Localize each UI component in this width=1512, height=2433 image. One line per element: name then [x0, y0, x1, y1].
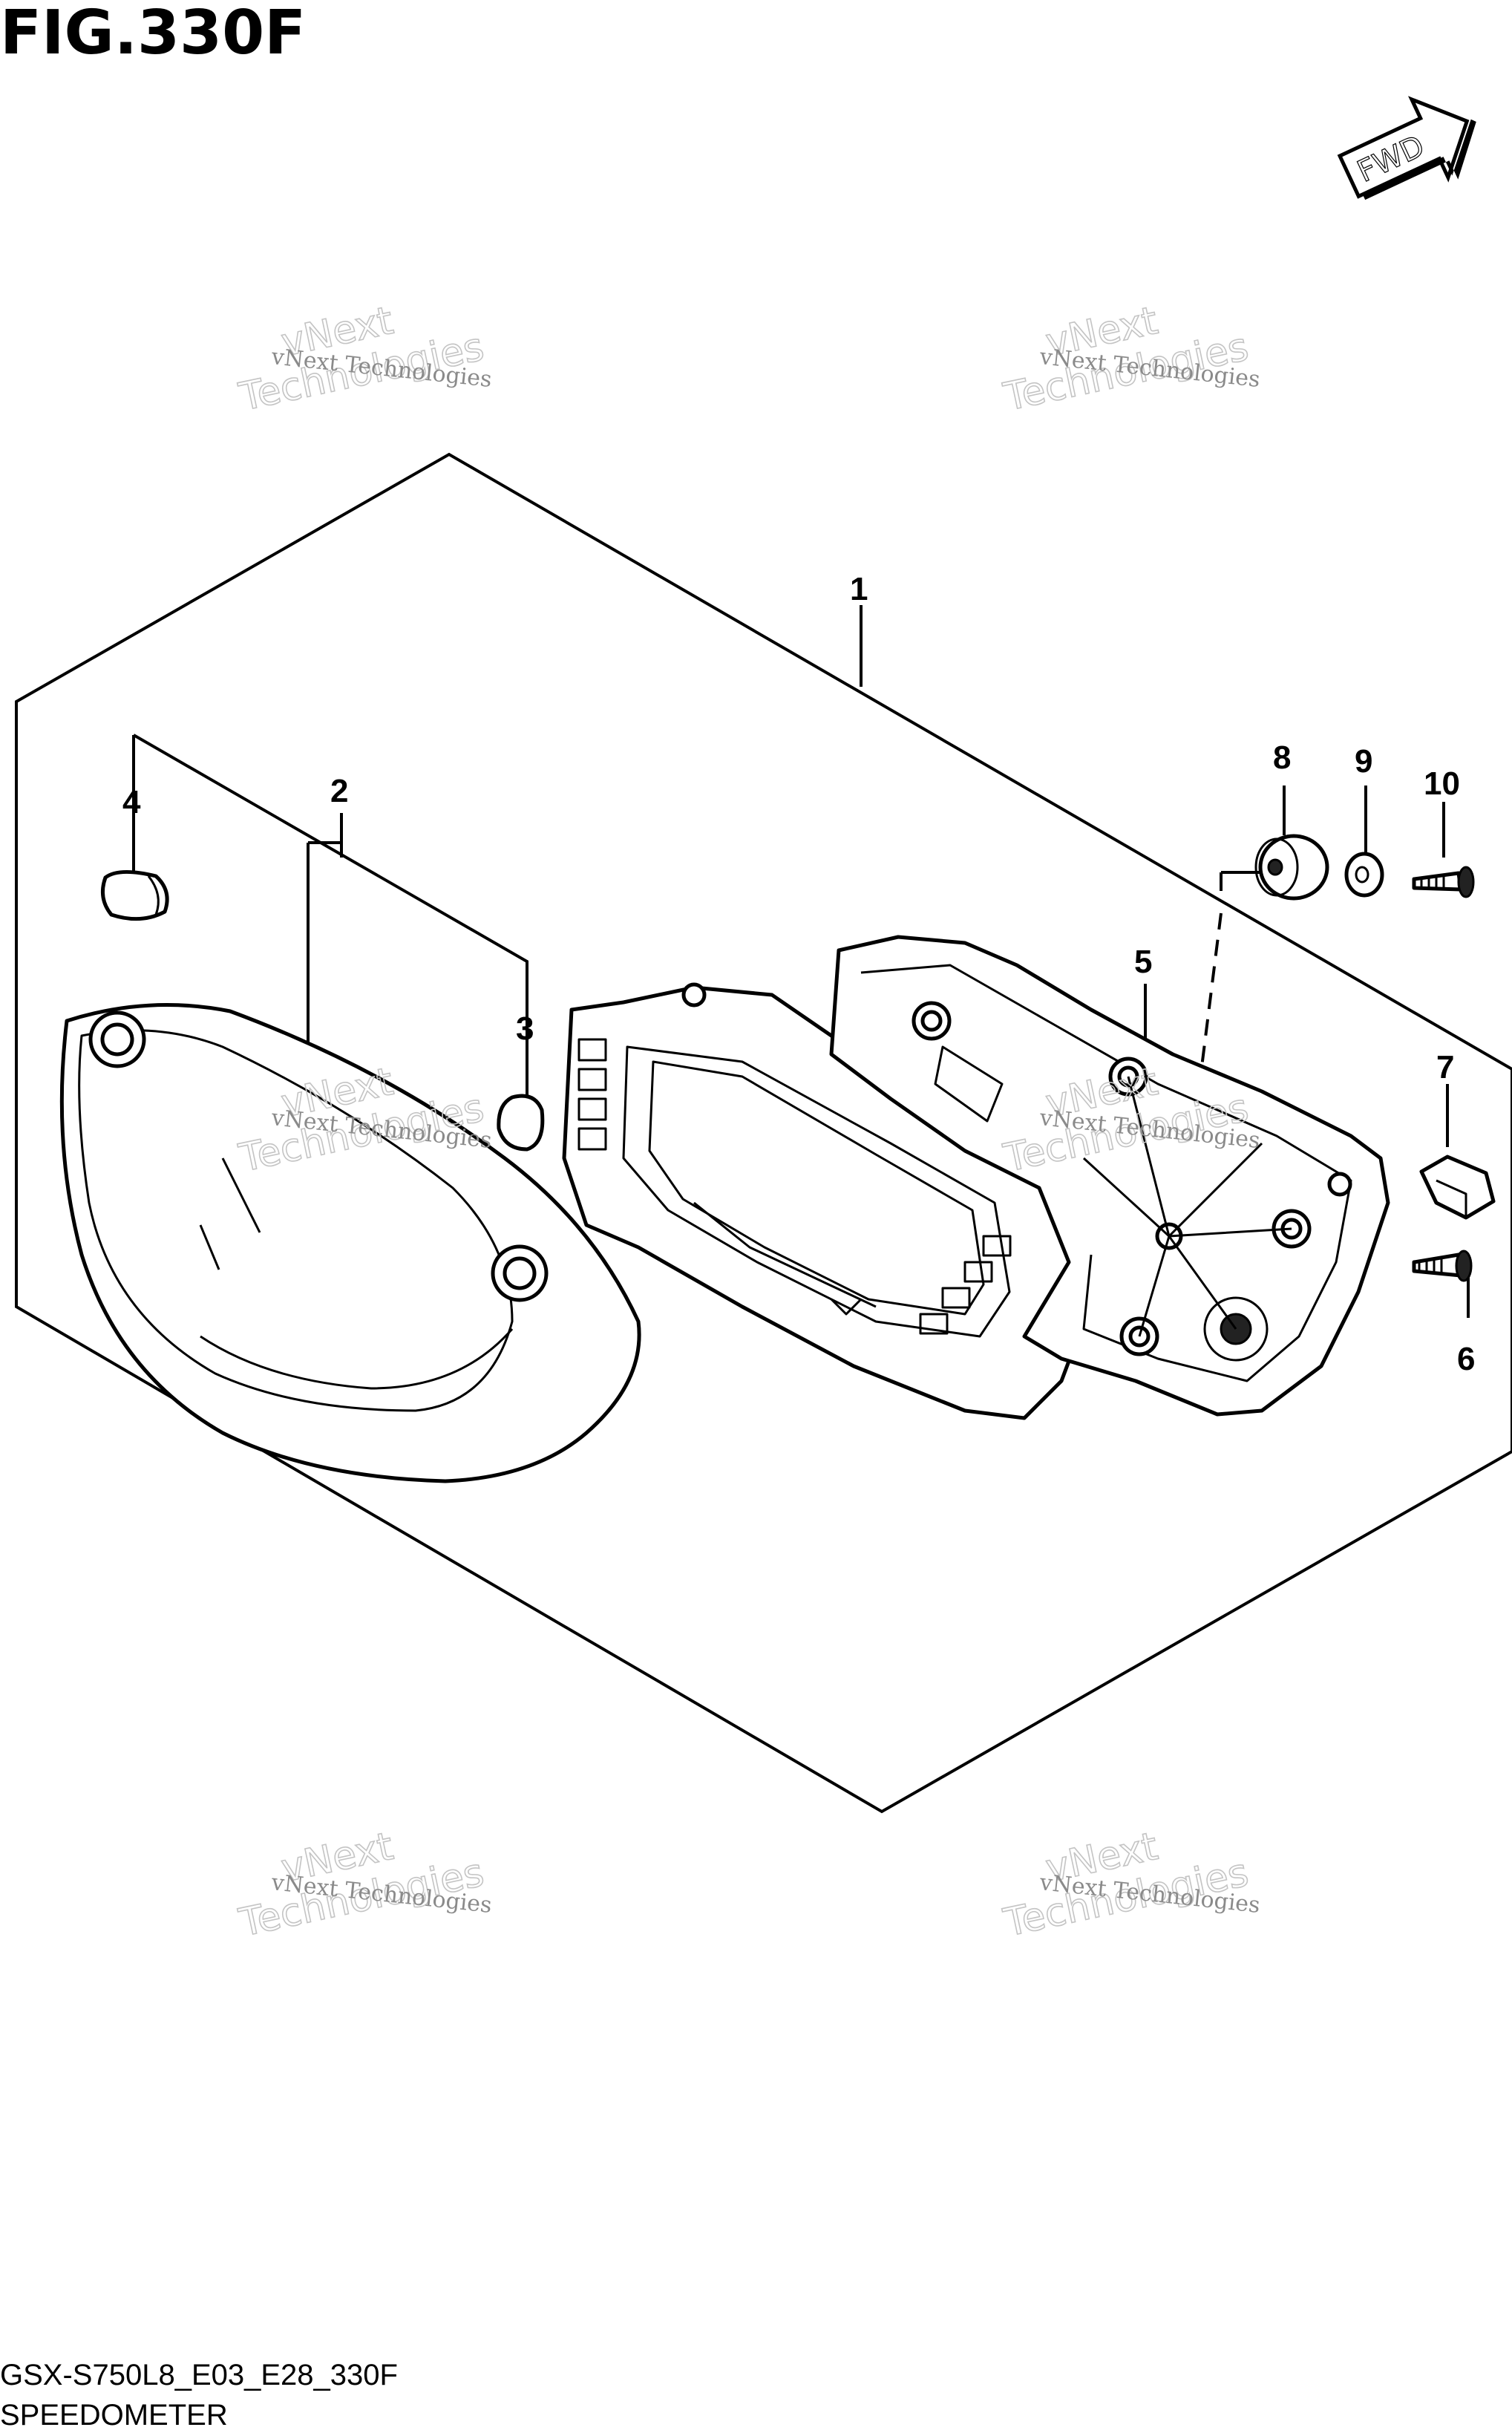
callout-5: 5: [1134, 944, 1152, 980]
part-10-screw: [1412, 866, 1475, 898]
part-9-washer: [1344, 852, 1384, 898]
callout-7: 7: [1436, 1049, 1454, 1085]
part-3-grommet: [497, 1094, 545, 1152]
callout-1: 1: [850, 571, 868, 607]
callout-8: 8: [1273, 739, 1291, 776]
figure-caption: SPEEDOMETER: [0, 2399, 228, 2432]
leader-lines: [132, 605, 1470, 1318]
model-code: GSX-S750L8_E03_E28_330F: [0, 2359, 398, 2391]
callout-10: 10: [1424, 765, 1460, 802]
figure-title: FIG.330F: [0, 0, 306, 68]
callout-6: 6: [1457, 1341, 1475, 1377]
part-8-grommet: [1254, 834, 1329, 901]
callout-4: 4: [122, 784, 141, 820]
watermark-bottom-left: vNext Technologies: [235, 1823, 488, 1946]
callout-2: 2: [330, 773, 348, 809]
subassembly-outline: [133, 734, 528, 1099]
callout-9: 9: [1355, 743, 1372, 780]
lcd-display-unit: [562, 982, 1108, 1420]
watermark-top-left: vNext Technologies: [235, 298, 488, 420]
callout-labels: 1 2 3 4 5 6 7 8 9 10: [122, 571, 1475, 1377]
part-2-front-cover: [59, 1003, 641, 1483]
part-6-screw: [1412, 1250, 1473, 1282]
watermark-bottom-right: vNext Technologies: [999, 1823, 1253, 1946]
callout-3: 3: [516, 1010, 534, 1047]
assembly-outline: [15, 452, 1512, 1814]
part-5-rear-case: [829, 935, 1390, 1417]
part-7-clip: [1419, 1155, 1496, 1220]
part-4-cap: [100, 869, 169, 921]
forward-arrow-icon: FWD: [1337, 96, 1476, 200]
watermark-top-right: vNext Technologies: [999, 298, 1253, 420]
